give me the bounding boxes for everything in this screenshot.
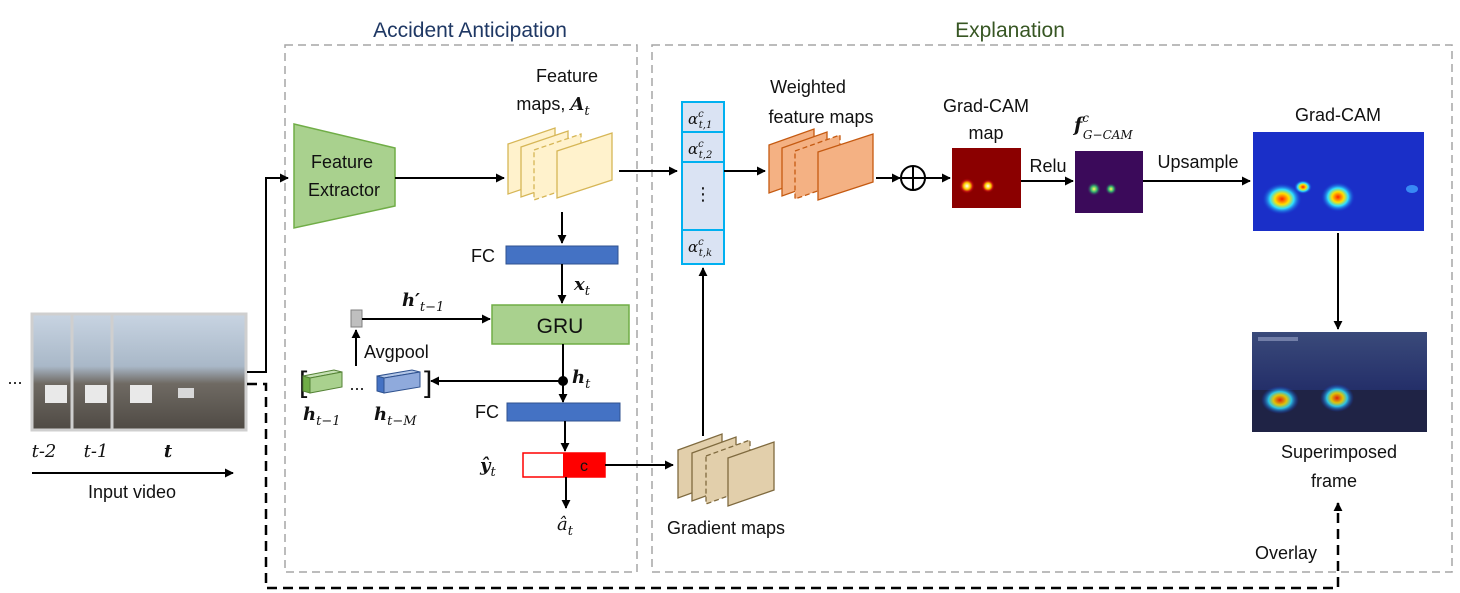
gradcam-map-label-1: Grad-CAM bbox=[943, 96, 1029, 116]
gradcam-map-label-2: map bbox=[968, 123, 1003, 143]
avgpool-label: Avgpool bbox=[364, 342, 429, 362]
y-hat-label: ŷt bbox=[479, 455, 496, 480]
feature-extractor-label-2: Extractor bbox=[308, 180, 380, 200]
memory-ellipsis: ... bbox=[349, 374, 364, 394]
upsample-label: Upsample bbox=[1157, 152, 1238, 172]
explanation-title: Explanation bbox=[955, 19, 1065, 42]
input-video-caption: Input video bbox=[88, 482, 176, 502]
avgpool-output-node bbox=[350, 309, 363, 328]
relu-gradcam-map bbox=[1075, 151, 1143, 213]
h-t-M-label: ht−M bbox=[374, 404, 417, 429]
frame-label-t-2: t-2 bbox=[32, 441, 57, 462]
overlay-label: Overlay bbox=[1255, 543, 1317, 563]
gradient-maps-stack bbox=[677, 433, 775, 507]
anticipation-title: Accident Anticipation bbox=[373, 19, 567, 42]
weighted-maps-stack bbox=[768, 128, 874, 201]
frame-label-t-1: t-1 bbox=[84, 441, 109, 462]
input-ellipsis: ... bbox=[7, 368, 22, 388]
feature-extractor-block bbox=[293, 123, 396, 229]
gradcam-raw-map bbox=[952, 148, 1021, 208]
alpha-weights-column bbox=[681, 101, 725, 265]
frame-label-t: t bbox=[164, 441, 173, 462]
hidden-state-h-t-M bbox=[376, 369, 421, 394]
weighted-maps-label-2: feature maps bbox=[768, 107, 873, 127]
feature-maps-stack bbox=[507, 127, 613, 201]
feature-maps-label-1: Feature bbox=[536, 66, 598, 86]
fc-top-block bbox=[505, 245, 619, 265]
fc-bottom-block bbox=[506, 402, 621, 422]
feature-extractor-label-1: Feature bbox=[311, 152, 373, 172]
video-to-extractor-connector bbox=[247, 173, 289, 373]
prediction-class-c bbox=[563, 453, 605, 477]
a-hat-label: ât bbox=[557, 514, 574, 539]
gradient-maps-label: Gradient maps bbox=[667, 518, 785, 538]
superimposed-frame-image bbox=[1252, 332, 1427, 432]
relu-label: Relu bbox=[1029, 156, 1066, 176]
gru-label: GRU bbox=[537, 315, 584, 338]
h-t-1-label: ht−1 bbox=[303, 404, 340, 429]
class-c-label: c bbox=[580, 458, 588, 475]
anticipation-section-frame bbox=[284, 44, 638, 573]
hidden-state-h-t-1 bbox=[302, 369, 343, 394]
memory-bracket-right: ] bbox=[424, 366, 432, 399]
sum-operator-icon bbox=[900, 165, 926, 191]
input-video-frames bbox=[30, 312, 248, 432]
superimposed-label-2: frame bbox=[1311, 471, 1357, 491]
x-t-label: xt bbox=[573, 274, 591, 299]
fc-bottom-label: FC bbox=[475, 402, 499, 422]
superimposed-label-1: Superimposed bbox=[1281, 442, 1397, 462]
alpha-dots: ⋮ bbox=[694, 184, 712, 204]
gru-block bbox=[491, 304, 630, 345]
weighted-maps-label-1: Weighted bbox=[770, 77, 846, 97]
h-prime-label: h′t−1 bbox=[402, 290, 444, 315]
feature-maps-label-2: maps, At bbox=[516, 94, 590, 119]
fc-top-label: FC bbox=[471, 246, 495, 266]
gradcam-title: Grad-CAM bbox=[1295, 105, 1381, 125]
h-t-label: ht bbox=[572, 367, 591, 392]
video-frame-t bbox=[110, 312, 248, 432]
upsampled-gradcam-map bbox=[1253, 132, 1424, 231]
